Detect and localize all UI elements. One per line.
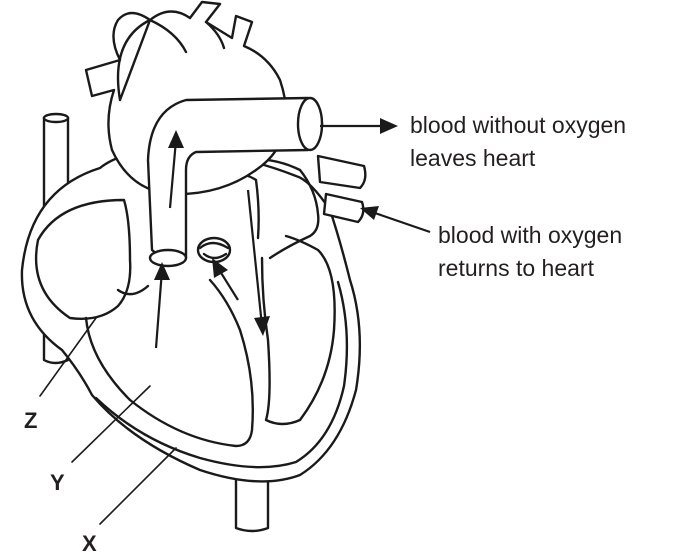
label-blood-out-line1: blood without oxygen [410, 112, 626, 138]
label-blood-out-line2: leaves heart [410, 145, 536, 171]
label-z: Z [24, 408, 37, 433]
heart-outer-wall [22, 150, 360, 481]
pulmonary-veins [318, 156, 365, 222]
label-blood-in-line1: blood with oxygen [438, 222, 622, 248]
label-blood-in-line2: returns to heart [438, 255, 595, 281]
label-y: Y [50, 470, 65, 495]
label-x: X [82, 531, 97, 556]
